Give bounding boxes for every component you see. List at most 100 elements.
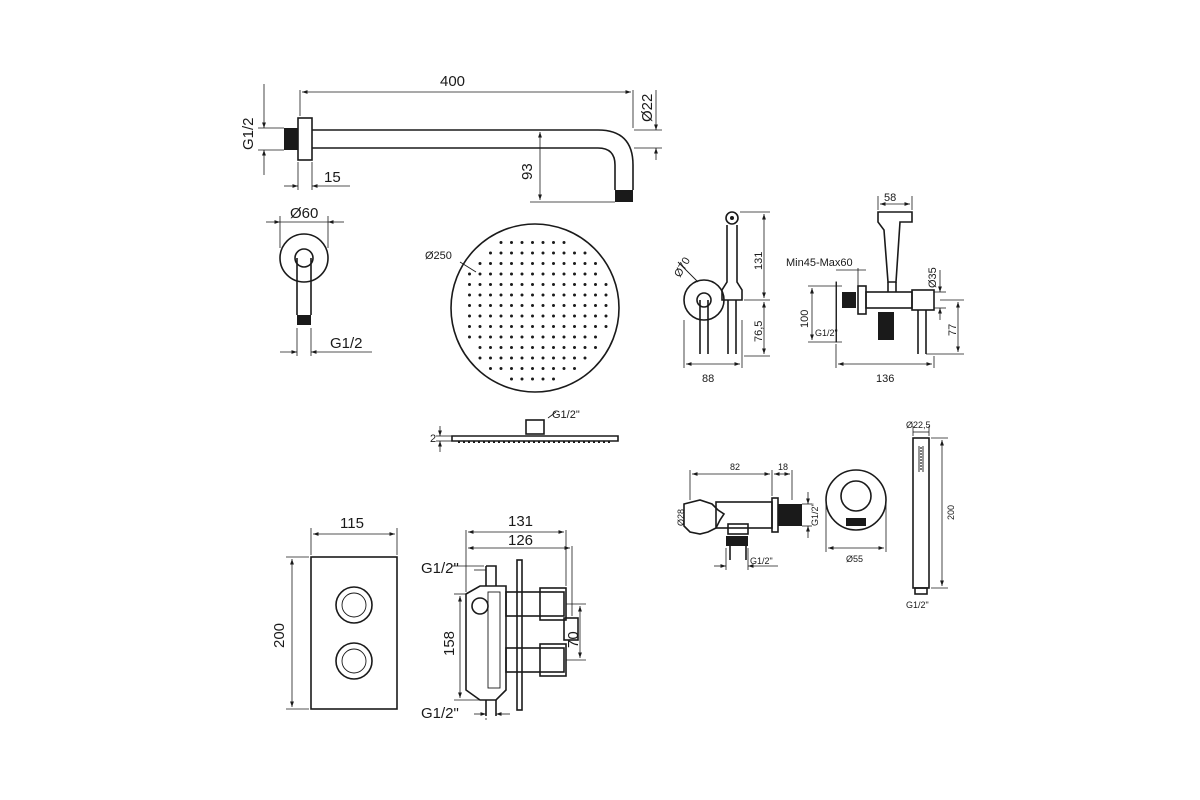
nozzle-dot (478, 356, 482, 360)
bidet-valve-side-view: 58 Min45-Max60 Ø35 100 G1/2" 77 136 (786, 192, 964, 385)
dim-arm-thread: G1/2 (240, 117, 257, 150)
nozzle-dot (468, 293, 471, 297)
nozzle-dot (531, 304, 534, 307)
dim-side-thread: G1/2" (815, 328, 838, 338)
nozzle-dot (520, 241, 524, 244)
nozzle-dot (468, 325, 471, 328)
nozzle-dot (583, 272, 587, 276)
nozzle-dot (510, 314, 513, 318)
side-nozzle (473, 441, 475, 443)
nozzle-dot (573, 346, 576, 349)
nozzle-dot (478, 262, 482, 265)
side-nozzle (538, 441, 540, 443)
dim-mixer-depth-body: 126 (508, 532, 533, 549)
nozzle-dot (541, 346, 545, 349)
nozzle-dot (499, 272, 503, 276)
nozzle-dot (583, 262, 587, 265)
nozzle-dot (489, 283, 492, 286)
head-connector (525, 419, 545, 435)
dim-outlet-flange-diameter: Ø55 (846, 554, 863, 564)
nozzle-dot (531, 377, 534, 381)
head-plate (451, 435, 619, 442)
nozzle-dot (541, 251, 545, 255)
side-rosette (857, 285, 867, 315)
nozzle-dot (489, 272, 492, 276)
nozzle-dot (573, 304, 576, 307)
nozzle-dot (510, 262, 513, 265)
side-nozzle (573, 441, 575, 443)
arm-flange (297, 117, 313, 161)
valve-rosette (683, 279, 725, 321)
nozzle-dot (583, 314, 587, 318)
nozzle-dot (594, 314, 597, 318)
nozzle-dot (520, 346, 524, 349)
nozzle-dot (531, 262, 534, 265)
arm-thread (284, 128, 298, 150)
nozzle-dot (604, 314, 608, 318)
mixer-top-inlet (485, 565, 497, 586)
nozzle-dot (604, 325, 608, 328)
outlet-flange (771, 497, 779, 533)
nozzle-dot (583, 335, 587, 339)
nozzle-dot (594, 335, 597, 339)
nozzle-dot (562, 367, 566, 370)
dim-mixer-thread-bottom: G1/2" (421, 705, 459, 722)
dim-valve-width: 88 (702, 373, 714, 385)
nozzle-dot (562, 335, 566, 339)
side-nozzle (598, 441, 600, 443)
nozzle-dot (531, 241, 534, 244)
nozzle-dot (489, 314, 492, 318)
side-nozzle (558, 441, 560, 443)
nozzle-dot (562, 325, 566, 328)
side-nozzle (488, 441, 490, 443)
nozzle-dot (510, 241, 513, 244)
nozzle-dot (562, 346, 566, 349)
mixer-cartridge-top (505, 591, 565, 617)
nozzle-dot (489, 262, 492, 265)
hand-nozzle (920, 459, 922, 461)
nozzle-dot (541, 304, 545, 307)
handset-nozzle (725, 211, 739, 225)
side-thread (878, 312, 894, 340)
dim-flange-depth: 15 (324, 169, 341, 186)
side-nozzle (533, 441, 535, 443)
outlet-branch-neck (729, 546, 747, 560)
nozzle-dot (531, 346, 534, 349)
dim-flange-thread: G1/2 (330, 335, 363, 352)
side-nozzle (588, 441, 590, 443)
nozzle-dot (531, 367, 534, 370)
shower-head-top-view: Ø250 (425, 223, 620, 393)
nozzle-dot (594, 283, 597, 286)
nozzle-dot (520, 262, 524, 265)
nozzle-dot (552, 367, 555, 370)
nozzle-dot (552, 241, 555, 244)
nozzle-dot (531, 283, 534, 286)
nozzle-dot (499, 335, 503, 339)
dim-side-axis: 77 (947, 324, 959, 336)
nozzle-dot (552, 293, 555, 297)
side-nozzle (583, 441, 585, 443)
dim-outlet-diameter: Ø28 (676, 509, 686, 526)
hand-nozzle (920, 462, 922, 464)
dim-drop: 93 (519, 163, 536, 180)
side-nozzle (468, 441, 470, 443)
nozzle-dot (520, 356, 524, 360)
nozzle-dot (468, 304, 471, 307)
dim-arm-diameter: Ø22 (639, 94, 656, 122)
nozzle-dot (531, 335, 534, 339)
side-nozzle (518, 441, 520, 443)
nozzle-dot (552, 325, 555, 328)
mixer-stop-valve (563, 617, 579, 641)
leader-head-diameter (459, 261, 477, 273)
nozzle-dot (552, 314, 555, 318)
nozzle-dot (573, 367, 576, 370)
nozzle-dot (510, 377, 513, 381)
nozzle-dot (531, 293, 534, 297)
nozzle-dot (510, 335, 513, 339)
mixer-knob-bottom-inner (341, 648, 367, 674)
side-handset-hose (887, 282, 897, 292)
nozzle-dot (489, 325, 492, 328)
nozzle-dot (478, 314, 482, 318)
dim-mixer-height: 158 (441, 631, 458, 656)
side-nozzle (498, 441, 500, 443)
